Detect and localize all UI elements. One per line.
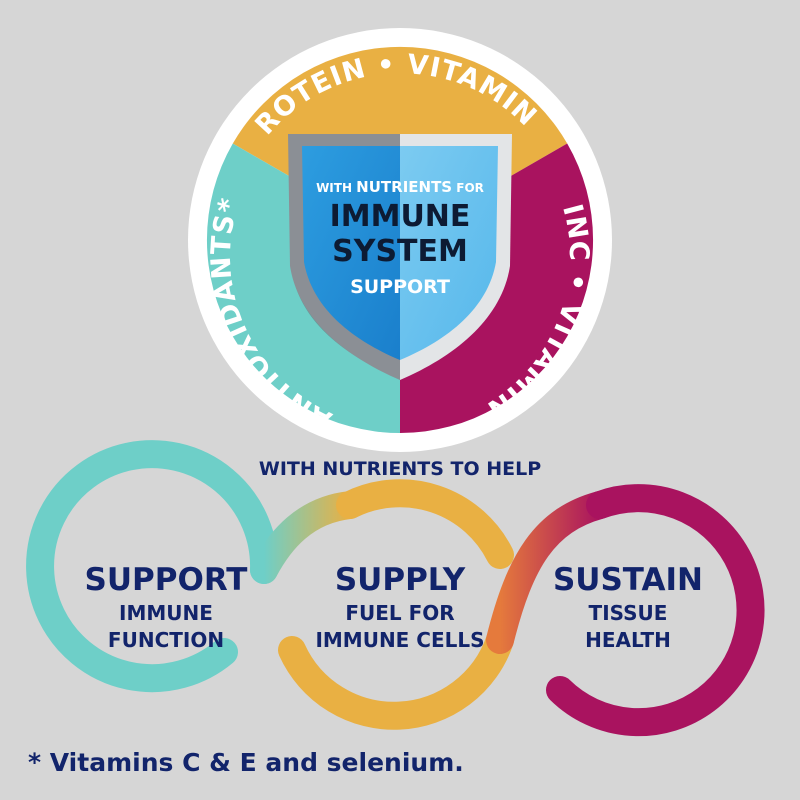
- loop-support: [26, 440, 279, 693]
- benefit-sustain: SUSTAIN TISSUE HEALTH: [553, 562, 703, 652]
- loop-supply: [336, 479, 514, 569]
- footnote: * Vitamins C & E and selenium.: [28, 748, 464, 777]
- loop-connector-right: [486, 491, 614, 654]
- benefit-supply: SUPPLY FUEL FOR IMMUNE CELLS: [315, 562, 484, 652]
- subheading: WITH NUTRIENTS TO HELP: [259, 458, 541, 480]
- loop-supply-bottom: [278, 626, 514, 730]
- benefit-line1-supply: FUEL FOR: [345, 601, 454, 625]
- benefit-line2-supply: IMMUNE CELLS: [315, 628, 484, 652]
- loop-sustain: [546, 484, 765, 737]
- shield-line-support: SUPPORT: [350, 276, 450, 298]
- benefit-support: SUPPORT IMMUNE FUNCTION: [85, 562, 248, 652]
- shield-line-system: SYSTEM: [332, 234, 468, 269]
- benefit-line2-support: FUNCTION: [108, 628, 224, 652]
- shield-line-immune: IMMUNE: [330, 199, 471, 234]
- benefit-title-support: SUPPORT: [85, 562, 248, 598]
- benefit-loops: [26, 440, 765, 737]
- benefit-line1-sustain: TISSUE: [589, 601, 668, 625]
- benefit-line1-support: IMMUNE: [119, 601, 213, 625]
- shield-line-with-nutrients-for: WITH NUTRIENTS FOR: [316, 178, 484, 196]
- immune-shield: WITH NUTRIENTS FOR IMMUNE SYSTEM SUPPORT: [288, 134, 512, 380]
- shield-face-left: [302, 146, 400, 360]
- loop-connector-left: [250, 491, 364, 584]
- benefit-line2-sustain: HEALTH: [585, 628, 671, 652]
- benefit-title-supply: SUPPLY: [335, 562, 466, 598]
- shield-face-right: [400, 146, 498, 360]
- benefit-title-sustain: SUSTAIN: [553, 562, 703, 598]
